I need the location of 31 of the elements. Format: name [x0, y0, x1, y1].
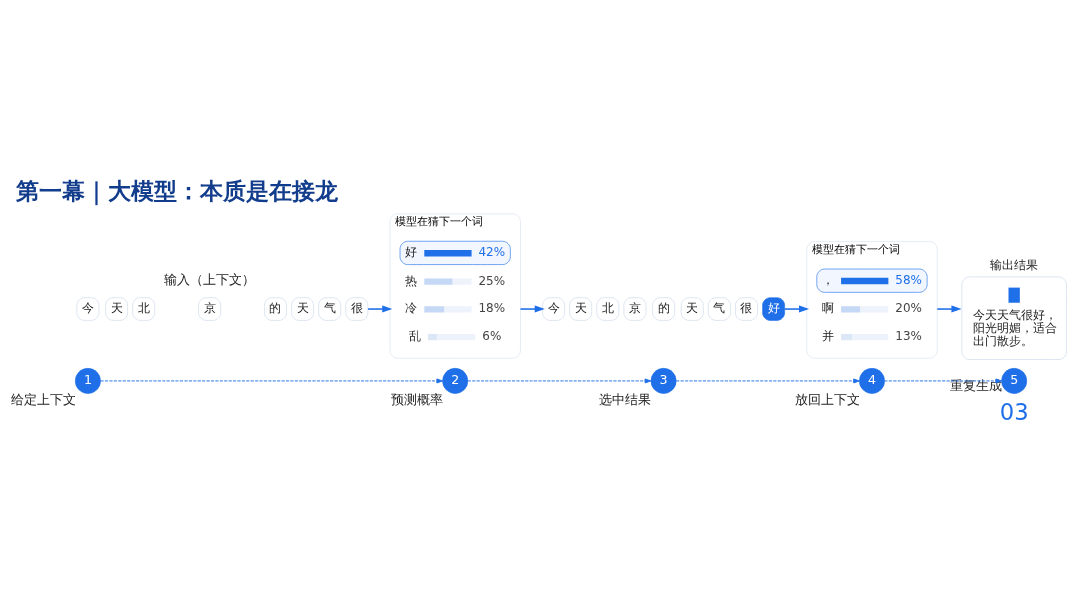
node-label: 输出结果: [990, 258, 1039, 273]
label: 输入（上下文）: [164, 271, 256, 287]
arrow: [936, 305, 962, 313]
node-label: 给定上下文: [10, 391, 76, 407]
arrow: [367, 305, 393, 313]
node-label: 6%: [482, 329, 502, 344]
node-label: 乱: [409, 329, 422, 344]
node-label: 啊: [822, 301, 835, 316]
node-circle: 4: [859, 368, 885, 394]
node-circle: 2: [442, 368, 469, 394]
node-label: 25%: [478, 273, 506, 288]
node-label: 并: [822, 329, 835, 344]
node-circle: 5: [1001, 368, 1028, 394]
arrow: [467, 378, 652, 384]
arrow: [519, 305, 545, 313]
node-label: 冷: [405, 301, 418, 316]
node-label: 放回上下文: [795, 391, 861, 407]
arrow: [100, 378, 444, 384]
node-circle: 3: [650, 368, 677, 394]
label: 03: [999, 398, 1029, 425]
node-label: 预测概率: [390, 391, 443, 407]
node-label: 20%: [895, 301, 922, 316]
node-label: 18%: [478, 301, 506, 316]
diagram-title: 第一幕｜大模型：本质是在接龙: [16, 177, 339, 204]
node-label: 13%: [895, 329, 922, 344]
arrow: [884, 378, 1003, 384]
node-label: 选中结果: [599, 391, 652, 407]
node-circle: 1: [74, 368, 101, 394]
arrow: [675, 378, 860, 384]
arrow: [784, 305, 810, 313]
node-label: 热: [405, 273, 418, 288]
